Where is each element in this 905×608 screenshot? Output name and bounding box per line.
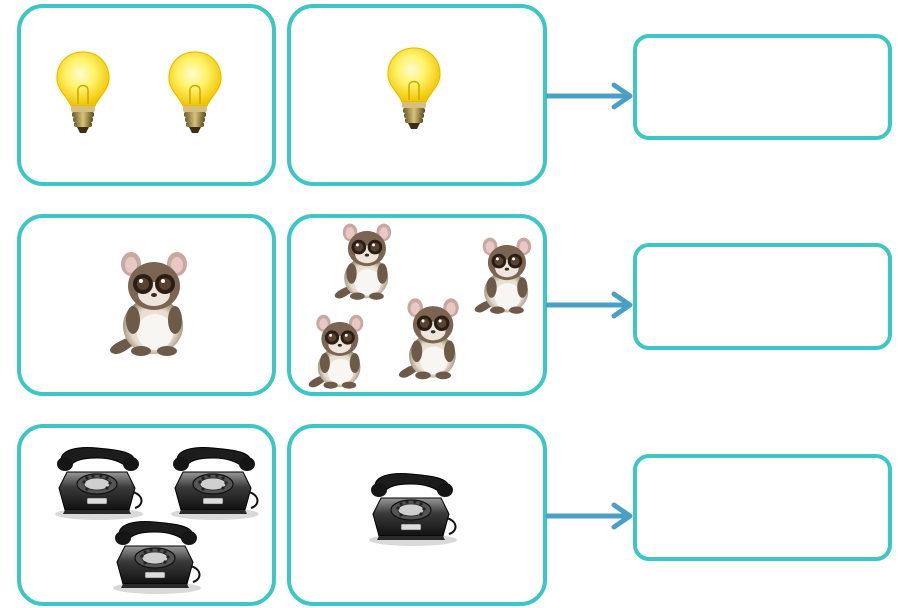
tarsier-icon — [331, 220, 397, 302]
light-bulb-icon — [165, 48, 225, 138]
arrow-icon — [546, 501, 636, 531]
telephone-icon — [105, 516, 205, 596]
arrow-icon — [546, 290, 636, 320]
row3-right-box — [287, 424, 547, 606]
row3-left-box — [17, 424, 276, 606]
row2-left-box — [17, 214, 276, 396]
row1-answer-box[interactable] — [633, 34, 892, 140]
tarsier-icon — [105, 248, 195, 358]
row1-left-box — [17, 4, 276, 186]
arrow-icon — [546, 81, 636, 111]
tarsier-icon — [471, 234, 537, 316]
tarsier-icon — [395, 292, 465, 384]
row3-answer-box[interactable] — [633, 454, 892, 561]
row1-right-box — [287, 4, 547, 186]
light-bulb-icon — [384, 44, 444, 134]
telephone-icon — [361, 468, 461, 548]
light-bulb-icon — [53, 48, 113, 138]
telephone-icon — [163, 442, 263, 522]
telephone-icon — [47, 442, 147, 522]
row2-right-box — [287, 214, 547, 396]
tarsier-icon — [305, 310, 369, 392]
row2-answer-box[interactable] — [633, 243, 892, 350]
